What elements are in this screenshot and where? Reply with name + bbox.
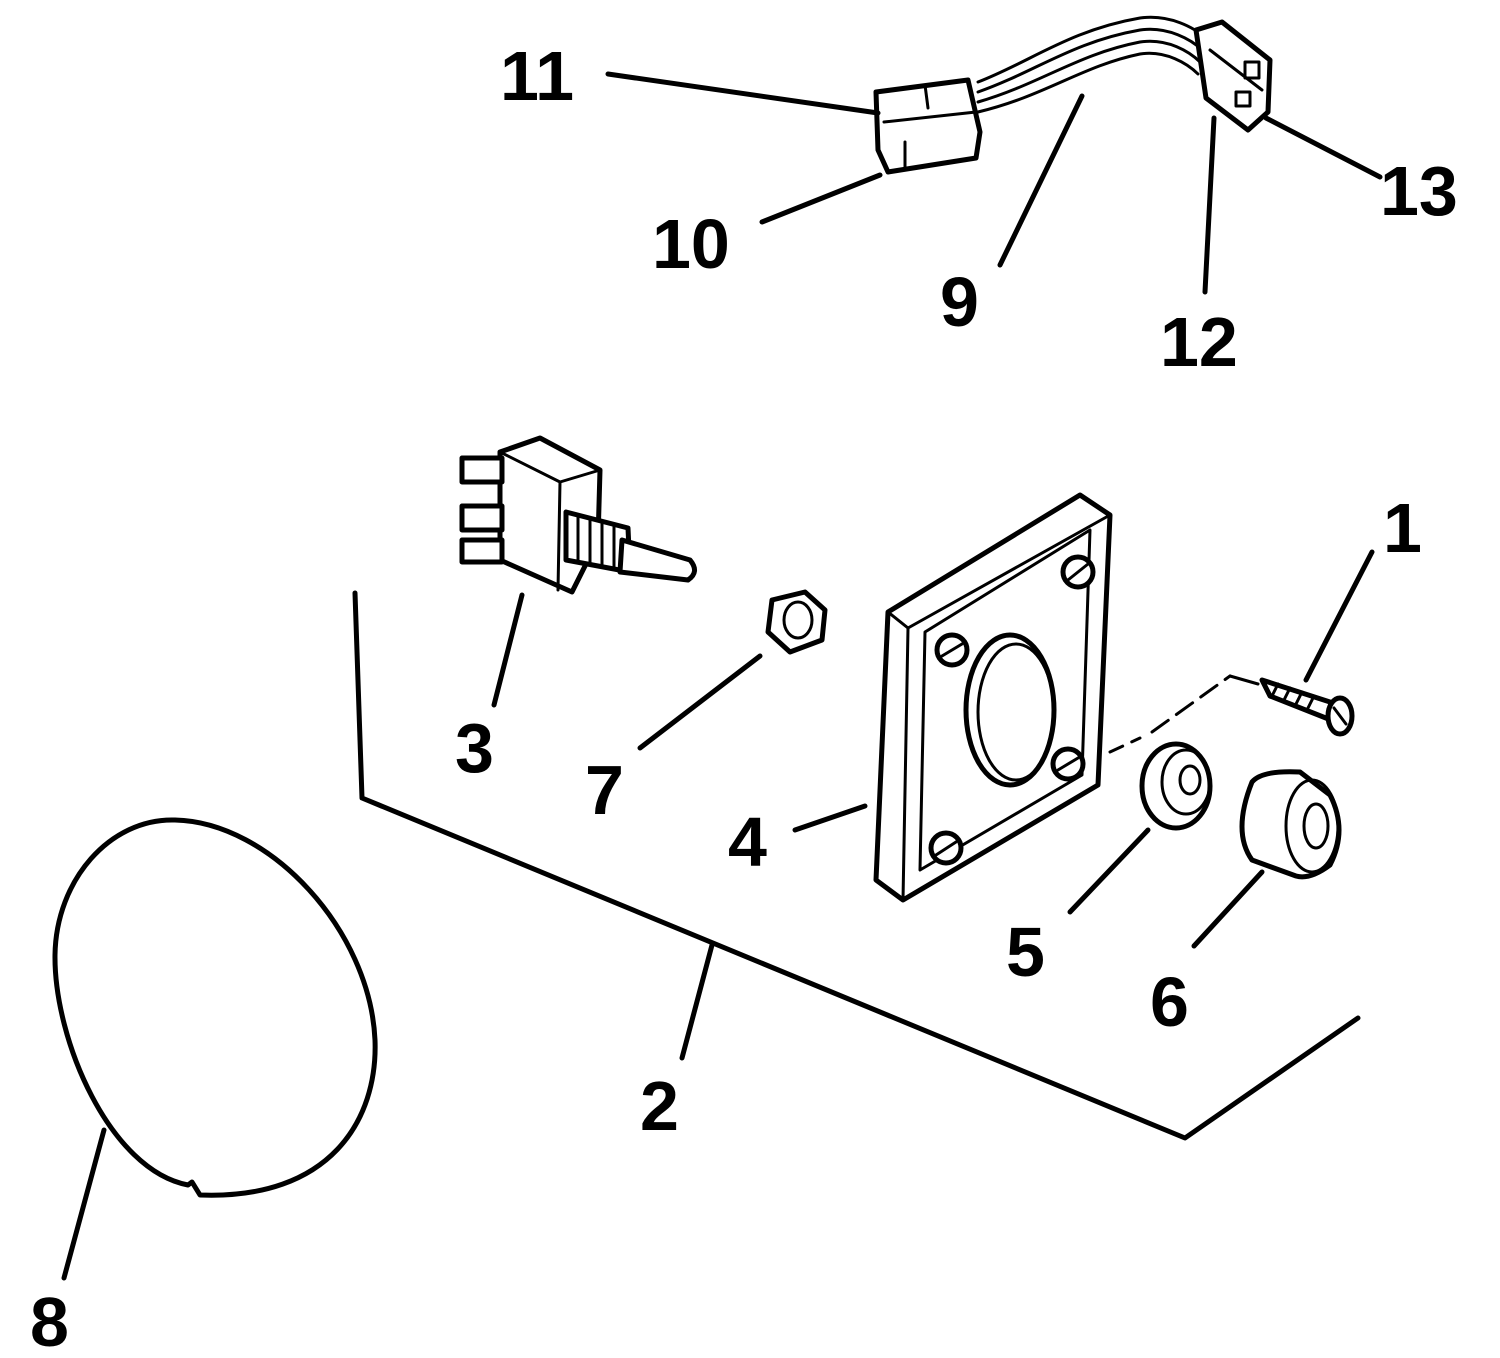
wire-harness <box>873 15 1273 175</box>
assembly-line <box>1108 674 1260 754</box>
leader-13 <box>1263 115 1383 180</box>
callout-6: 6 <box>1150 963 1189 1041</box>
leader-4 <box>792 803 868 833</box>
leader-1 <box>1303 549 1375 683</box>
leader-10 <box>759 172 883 225</box>
leader-lines <box>61 71 1383 1281</box>
leader-2 <box>679 942 715 1061</box>
leader-7 <box>637 653 763 751</box>
callout-1: 1 <box>1383 489 1422 567</box>
callout-5: 5 <box>1006 913 1045 991</box>
gasket <box>52 817 378 1198</box>
callout-2: 2 <box>640 1067 679 1145</box>
callout-12: 12 <box>1160 303 1238 381</box>
switch-boot <box>1239 769 1342 880</box>
callout-9: 9 <box>940 263 979 341</box>
callout-3: 3 <box>455 709 494 787</box>
callout-4: 4 <box>728 803 767 881</box>
screw <box>1259 677 1355 737</box>
leader-12 <box>1202 115 1217 295</box>
lock-nut <box>1139 741 1213 831</box>
callout-13: 13 <box>1380 152 1458 230</box>
callout-8: 8 <box>30 1283 69 1358</box>
mounting-plate <box>873 492 1113 903</box>
leader-6 <box>1191 869 1265 949</box>
mounting-panel <box>352 590 1361 1141</box>
callout-7: 7 <box>585 751 624 829</box>
leader-8 <box>61 1127 107 1281</box>
callout-labels: 1 2 3 4 5 6 7 8 9 10 11 12 13 <box>30 37 1458 1358</box>
leader-11 <box>605 71 881 116</box>
callout-11: 11 <box>500 37 574 115</box>
leader-9 <box>997 93 1085 268</box>
leader-5 <box>1067 827 1151 915</box>
leader-3 <box>491 592 525 708</box>
callout-10: 10 <box>652 205 730 283</box>
toggle-switch <box>459 435 697 595</box>
hex-nut <box>765 589 828 655</box>
